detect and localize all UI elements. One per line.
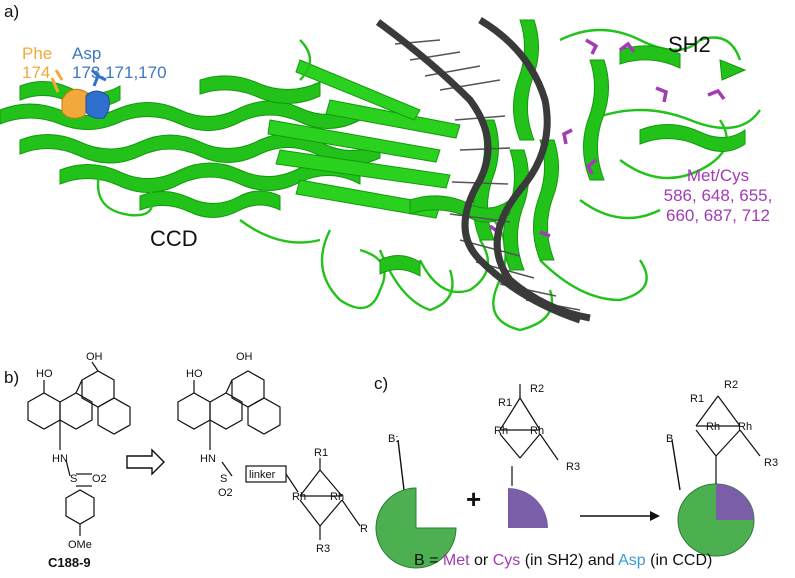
panel-c-caption: B = Met or Cys (in SH2) and Asp (in CCD) (414, 552, 712, 570)
svg-text:HO: HO (36, 368, 53, 380)
violet-quarter (508, 488, 548, 528)
svg-text:HO: HO (186, 368, 203, 380)
svg-text:R1: R1 (314, 447, 328, 459)
svg-text:HN: HN (200, 453, 216, 465)
rh-complex-shape (499, 384, 559, 486)
svg-text:R3: R3 (566, 461, 580, 473)
caption-met: Met (442, 552, 470, 569)
product-shape (671, 395, 761, 557)
svg-text:R2: R2 (724, 379, 738, 391)
svg-text:+: + (466, 484, 481, 514)
svg-text:OH: OH (236, 351, 253, 363)
asp-name: Asp (72, 44, 102, 63)
svg-text:Rh: Rh (738, 421, 752, 433)
dna-helix (375, 16, 591, 324)
svg-text:R2: R2 (530, 383, 544, 395)
caption-suffix: (in CCD) (645, 552, 713, 569)
protein-b-shape (375, 439, 457, 569)
transform-arrow (126, 448, 165, 476)
sh2-label: SH2 (668, 32, 711, 57)
svg-text:Rh: Rh (292, 491, 306, 503)
svg-text:R3: R3 (764, 457, 778, 469)
phe-label: Phe 174 (22, 44, 52, 82)
panel-c-labels: B: R1 R2 Rh Rh R3 B R1 R2 Rh Rh R3 + (388, 379, 778, 514)
protein-structure (0, 19, 761, 332)
caption-mid: (in SH2) and (520, 552, 619, 569)
caption-asp: Asp (618, 552, 646, 569)
panel-a-label: a) (4, 2, 20, 21)
svg-text:S: S (220, 473, 227, 485)
metcys-label: Met/Cys 586, 648, 655, 660, 687, 712 (648, 166, 788, 226)
svg-text:B:: B: (388, 433, 398, 445)
svg-text:HN: HN (52, 453, 68, 465)
caption-cys: Cys (492, 552, 521, 569)
svg-text:B: B (666, 433, 673, 445)
svg-text:C188-9: C188-9 (48, 555, 91, 570)
phe-name: Phe (22, 44, 53, 63)
svg-text:R1: R1 (498, 397, 512, 409)
reaction-arrow (580, 511, 660, 521)
c188-9-structure (27, 361, 131, 536)
ccd-label: CCD (150, 226, 198, 251)
phe-asp-sticks (50, 68, 110, 119)
rh-conjugate-structure (177, 370, 361, 540)
svg-text:Rh: Rh (330, 491, 344, 503)
svg-text:S: S (70, 473, 77, 485)
asp-label: Asp 173,171,170 (72, 44, 167, 82)
svg-text:OMe: OMe (68, 539, 92, 551)
metcys-line1: 586, 648, 655, (663, 186, 773, 205)
svg-text:Rh: Rh (706, 421, 720, 433)
panel-c-label: c) (374, 374, 389, 393)
svg-text:Rh: Rh (494, 425, 508, 437)
svg-text:OH: OH (86, 351, 103, 363)
caption-prefix: B = (414, 552, 443, 569)
svg-text:Rh: Rh (530, 425, 544, 437)
metcys-line2: 660, 687, 712 (666, 206, 770, 225)
svg-text:O2: O2 (92, 473, 107, 485)
c188-9-labels: HO OH HN S O2 OMe C188-9 (36, 351, 107, 570)
svg-text:R3: R3 (316, 543, 330, 555)
panel-b-label: b) (4, 368, 20, 387)
svg-text:linker: linker (249, 469, 276, 481)
metcys-name: Met/Cys (686, 166, 750, 185)
phe-number: 174 (22, 63, 51, 82)
svg-text:R: R (360, 523, 368, 535)
svg-text:O2: O2 (218, 487, 233, 499)
rh-conjugate-labels: HO OH HN S O2 linker R1 Rh Rh R3 R (186, 351, 368, 555)
svg-text:R1: R1 (690, 393, 704, 405)
caption-or: or (469, 552, 493, 569)
asp-numbers: 173,171,170 (72, 63, 167, 82)
